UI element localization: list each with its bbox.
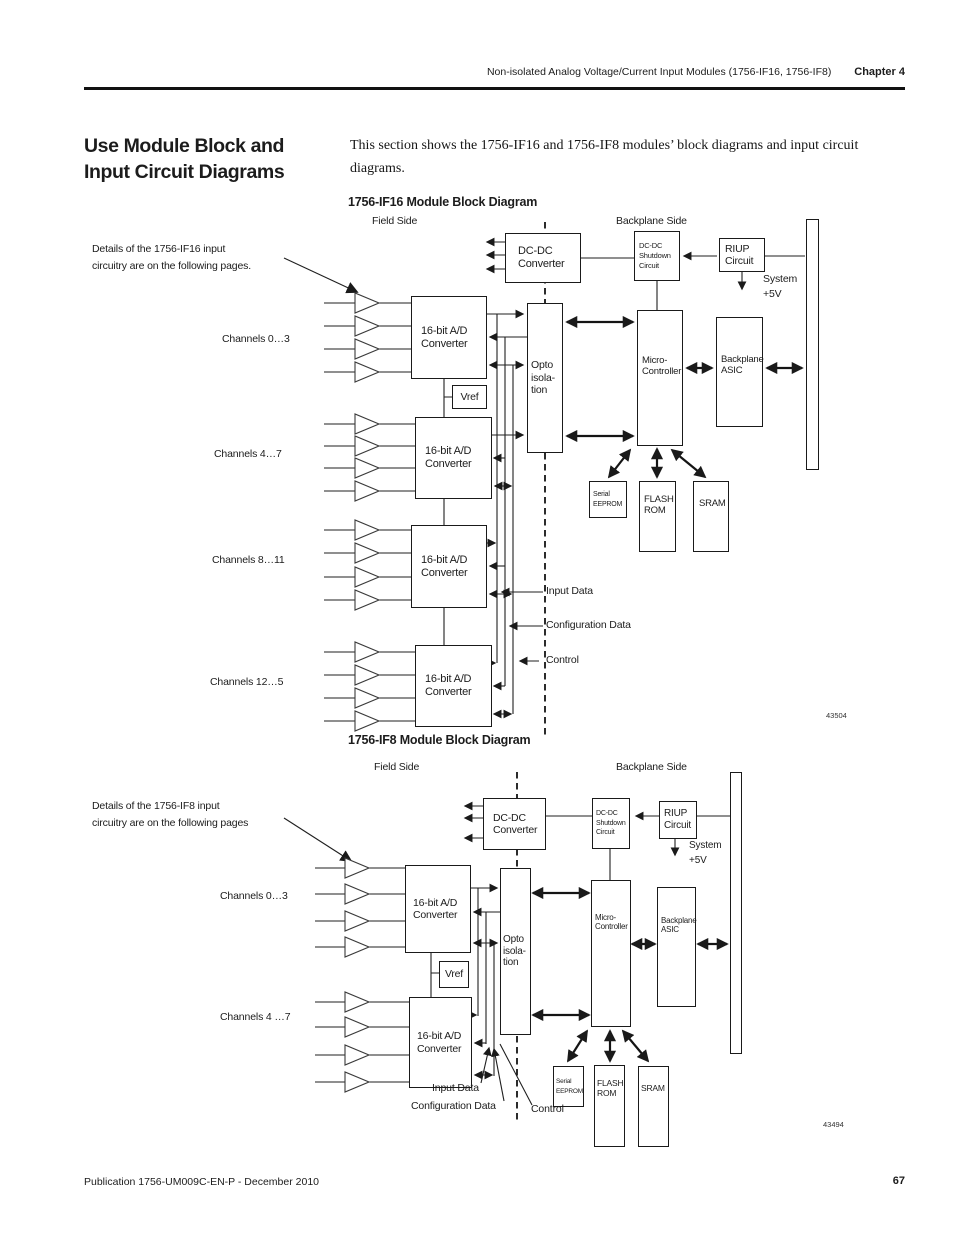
d1-configuration-data-label: Configuration Data	[546, 619, 631, 631]
d1-opto-isolation-box: Opto isola- tion	[527, 303, 563, 453]
d1-backplane-connector-bar	[806, 219, 819, 470]
d1-dcdc-converter-box: DC-DC Converter	[505, 233, 581, 283]
d1-field-side-label: Field Side	[372, 215, 418, 227]
footer-publication: Publication 1756-UM009C-EN-P - December …	[84, 1176, 320, 1188]
d1-riup-circuit-box: RIUP Circuit	[719, 238, 765, 272]
header-title: Non-isolated Analog Voltage/Current Inpu…	[486, 66, 832, 78]
d2-serial-eeprom-box: Serial EEPROM	[553, 1066, 584, 1107]
d2-input-data-label: Input Data	[432, 1082, 479, 1094]
d1-microcontroller-box: Micro- Controller	[637, 310, 683, 446]
d2-field-side-label: Field Side	[374, 761, 420, 773]
d2-adc2-box: 16-bit A/D Converter	[409, 997, 472, 1088]
d1-adc3-box: 16-bit A/D Converter	[411, 525, 487, 608]
header-chapter: Chapter 4	[854, 66, 905, 78]
d1-channels-8-11-label: Channels 8…11	[212, 554, 285, 566]
intro-paragraph: This section shows the 1756-IF16 and 175…	[350, 138, 859, 176]
d1-backplane-side-label: Backplane Side	[616, 215, 687, 227]
d1-note-line2: circuitry are on the following pages.	[92, 260, 252, 272]
d1-dcdc-shutdown-box: DC-DC Shutdown Circuit	[634, 231, 680, 281]
d1-sram-box: SRAM	[693, 481, 729, 552]
d1-adc4-box: 16-bit A/D Converter	[415, 645, 492, 727]
diagram1-amplifier-triangles	[354, 292, 381, 732]
d1-flash-rom-box: FLASH ROM	[639, 481, 676, 552]
d2-system-5v-label: System +5V	[689, 840, 722, 866]
d2-note-line2: circuitry are on the following pages	[92, 817, 249, 829]
d1-serial-eeprom-box: Serial EEPROM	[589, 481, 627, 518]
header-rule	[84, 87, 905, 90]
d1-note-line1: Details of the 1756-IF16 input	[92, 243, 226, 255]
d2-control-label: Control	[531, 1103, 564, 1115]
section-title: Use Module Block and Input Circuit Diagr…	[84, 133, 285, 185]
footer-page-number: 67	[892, 1175, 905, 1187]
d1-adc1-box: 16-bit A/D Converter	[411, 296, 487, 379]
d2-configuration-data-label: Configuration Data	[411, 1100, 496, 1112]
d2-channels-4-7-label: Channels 4 …7	[220, 1011, 291, 1023]
d2-riup-circuit-box: RIUP Circuit	[659, 801, 697, 839]
d2-backplane-asic-box: Backplane ASIC	[657, 887, 697, 1007]
section-title-line1: Use Module Block and	[84, 135, 285, 157]
diagram1-title: 1756-IF16 Module Block Diagram	[348, 195, 538, 209]
diagram2-title: 1756-IF8 Module Block Diagram	[348, 733, 531, 747]
d2-dcdc-converter-box: DC-DC Converter	[483, 798, 546, 850]
d1-backplane-asic-box: Backplane ASIC	[716, 317, 764, 427]
d2-channels-0-3-label: Channels 0…3	[220, 890, 288, 902]
d2-adc1-box: 16-bit A/D Converter	[405, 865, 471, 953]
d1-channels-4-7-label: Channels 4…7	[214, 448, 282, 460]
d1-control-label: Control	[546, 654, 579, 666]
d2-figure-number: 43494	[823, 1120, 844, 1129]
d2-backplane-side-label: Backplane Side	[616, 761, 687, 773]
d1-channels-0-3-label: Channels 0…3	[222, 333, 290, 345]
d2-opto-isolation-box: Opto isola- tion	[500, 868, 531, 1035]
d2-microcontroller-box: Micro- Controller	[591, 880, 631, 1027]
d1-vref-box: Vref	[452, 385, 487, 409]
d2-sram-box: SRAM	[638, 1066, 669, 1147]
d1-system-5v-label: System +5V	[763, 273, 798, 300]
d2-flash-rom-box: FLASH ROM	[594, 1065, 625, 1147]
d1-input-data-label: Input Data	[546, 585, 593, 597]
d1-figure-number: 43504	[826, 711, 847, 720]
d2-dcdc-shutdown-box: DC-DC Shutdown Circuit	[592, 798, 630, 849]
page-header: Non-isolated Analog Voltage/Current Inpu…	[487, 66, 905, 78]
section-title-line2: Input Circuit Diagrams	[84, 161, 285, 183]
d2-vref-box: Vref	[439, 961, 469, 988]
d1-adc2-box: 16-bit A/D Converter	[415, 417, 492, 499]
d2-note-line1: Details of the 1756-IF8 input	[92, 800, 220, 812]
diagram2-amplifier-triangles	[344, 857, 371, 1093]
d1-channels-12-15-label: Channels 12…5	[210, 676, 284, 688]
diagram1-connections	[283, 222, 805, 735]
d2-backplane-connector-bar	[730, 772, 742, 1054]
